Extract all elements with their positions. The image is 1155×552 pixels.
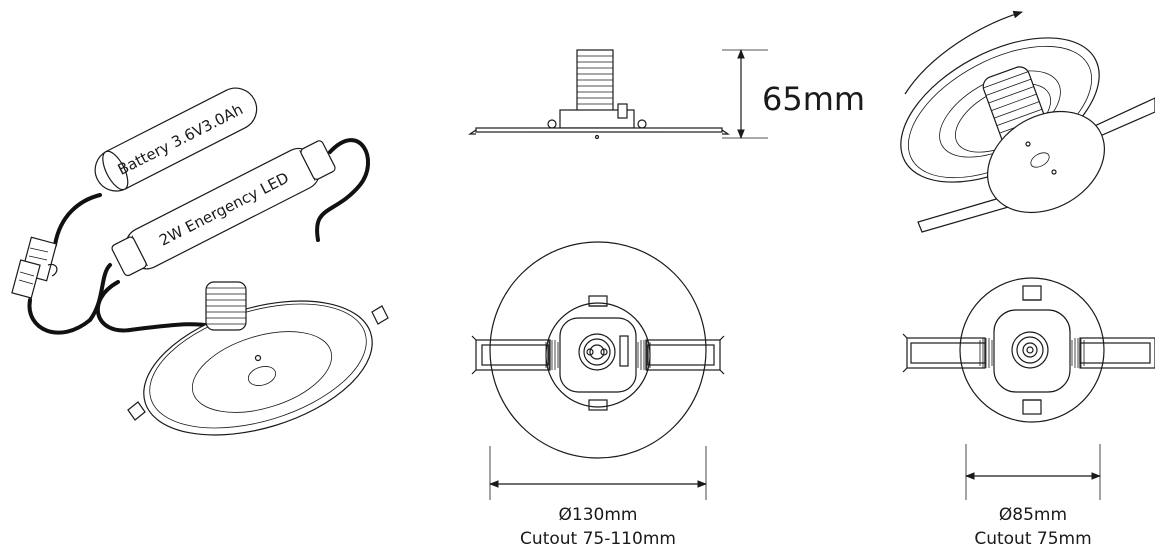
large-diameter-label: Ø130mm — [559, 505, 638, 525]
battery-cable — [53, 193, 102, 247]
large-front-view-drawing: Ø130mm Cutout 75-110mm — [471, 241, 725, 549]
lamp-cable — [95, 280, 224, 333]
side-view-drawing: 65mm — [468, 49, 865, 140]
small-diameter-label: Ø85mm — [999, 505, 1067, 525]
large-cutout-label: Cutout 75-110mm — [520, 529, 676, 549]
perspective-view-drawing — [900, 10, 1155, 233]
small-front-view-drawing: Ø85mm Cutout 75mm — [902, 277, 1155, 549]
downlight-fitting — [127, 281, 389, 436]
cable-connector — [11, 236, 58, 299]
driver-output-cable — [315, 138, 371, 242]
heatsink-fins — [205, 281, 247, 331]
height-dimension-label: 65mm — [762, 80, 865, 118]
product-assembly-illustration: Battery 3.6V3.0Ah 2W Energency LED — [11, 87, 389, 436]
connector-cable — [27, 263, 112, 335]
small-cutout-label: Cutout 75mm — [974, 529, 1091, 549]
